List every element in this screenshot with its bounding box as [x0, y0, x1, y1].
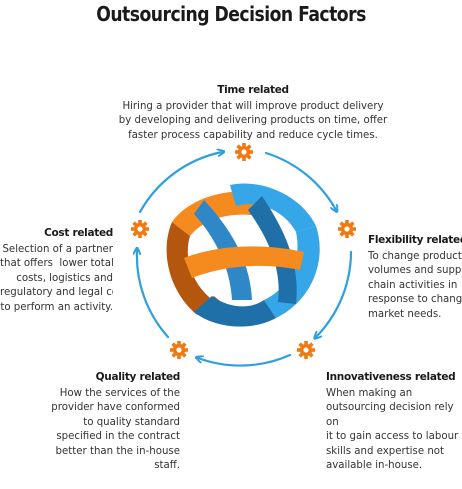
factor-time-description: Hiring a provider that will improve prod…	[118, 100, 388, 141]
gear-icon	[170, 341, 188, 359]
factor-cost-heading: Cost related	[44, 227, 113, 239]
arrow-cost-to-time	[138, 152, 222, 214]
factor-innovativeness: Innovativeness related When making an ou…	[326, 370, 462, 474]
factor-cost-description: Selection of a partner that offers lower…	[0, 243, 113, 313]
factor-innovativeness-description: When making an outsourcing decision rely…	[326, 387, 459, 472]
factor-quality: Quality related How the services of the …	[40, 370, 180, 474]
factor-innovativeness-heading: Innovativeness related	[326, 371, 456, 383]
gear-icon	[235, 143, 253, 161]
arrow-quality-to-cost	[137, 250, 170, 339]
factor-flexibility-description: To change production volumes and supply …	[368, 250, 462, 320]
arrow-time-to-flexibility	[264, 151, 336, 210]
cycle-arrows	[137, 151, 353, 367]
factor-cost: Cost related Selection of a partner that…	[0, 226, 113, 315]
gear-icon	[131, 220, 149, 238]
arrow-innovativeness-to-quality	[198, 353, 292, 367]
factor-time: Time related Hiring a provider that will…	[118, 83, 388, 143]
factor-flexibility-heading: Flexibility related	[368, 234, 462, 246]
factor-quality-heading: Quality related	[95, 371, 181, 383]
gear-icon	[338, 220, 356, 238]
factor-quality-description: How the services of the provider have co…	[51, 387, 180, 472]
page-title: Outsourcing Decision Factors	[96, 2, 366, 26]
arrow-flexibility-to-innovativeness	[316, 250, 353, 337]
ribbon-knot-icon	[166, 183, 320, 327]
factor-flexibility: Flexibility related To change production…	[368, 233, 462, 322]
factor-time-heading: Time related	[217, 84, 289, 96]
gear-icon	[297, 341, 315, 359]
